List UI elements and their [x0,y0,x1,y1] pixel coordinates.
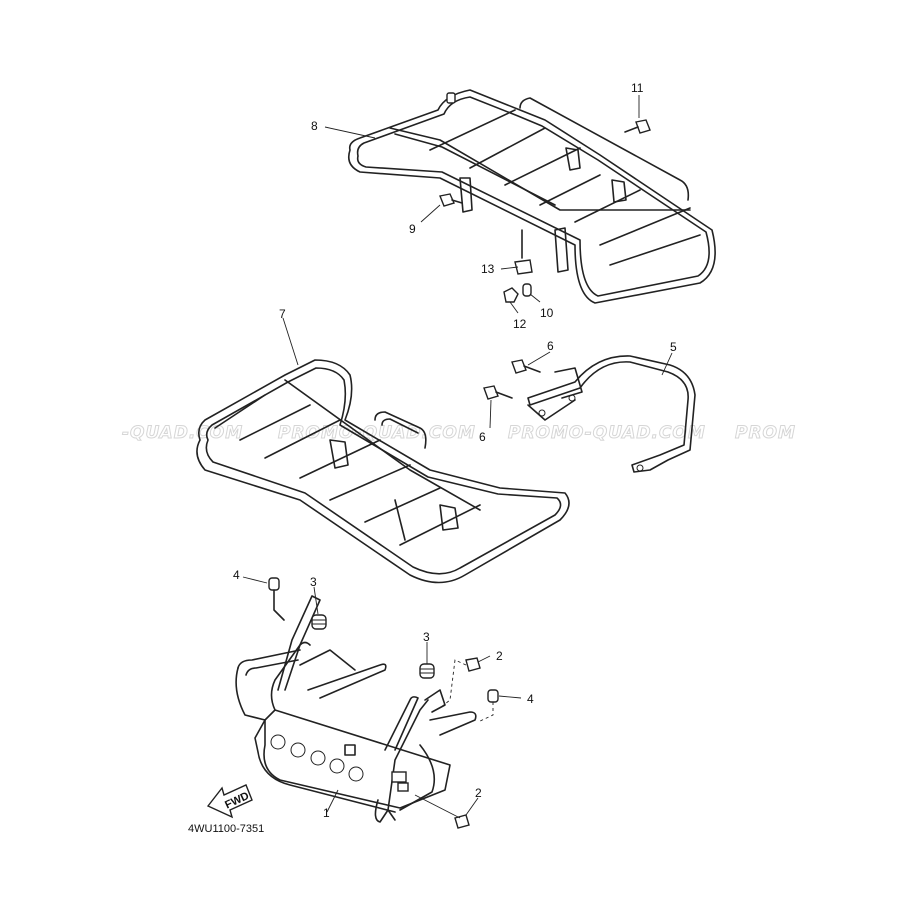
callout-8: 8 [311,119,318,133]
watermark-1: PROMO-QUAD.COM [278,423,476,443]
collar-part-10 [522,283,532,297]
bolt-part-11 [624,119,651,134]
diagram-code: 4WU1100-7351 [188,823,264,835]
callout-9: 9 [409,222,416,236]
bumper-rubber-part-3-right [419,663,435,679]
bracket-part-5 [527,355,696,473]
callout-6-upper: 6 [547,339,554,353]
callout-5: 5 [670,340,677,354]
callout-2-upper: 2 [496,649,503,663]
callout-4-right: 4 [527,692,534,706]
front-guard-part-1 [235,595,477,823]
cap-part-4-right [477,689,499,723]
fwd-arrow-icon: FWD [206,784,253,819]
bolt-part-9 [439,193,463,207]
bolt-part-2-upper [439,657,481,709]
callout-13: 13 [481,262,495,276]
callout-3-right: 3 [423,630,430,644]
cap-part-4-left [268,577,285,621]
callout-7: 7 [279,307,286,321]
watermark-3: PROM [735,423,796,443]
callouts: 1 2 2 3 3 4 4 5 6 6 7 8 9 10 11 12 13 [233,81,677,820]
callout-6-lower: 6 [479,430,486,444]
rear-carrier-part-8 [347,89,716,304]
callout-12: 12 [513,317,527,331]
callout-10: 10 [540,306,554,320]
watermark-0: -QUAD.COM [122,423,243,443]
callout-2-lower: 2 [475,786,482,800]
bolt-part-6-lower [483,385,513,400]
clip-part-13 [514,229,533,275]
callout-1: 1 [323,806,330,820]
callout-3-left: 3 [310,575,317,589]
front-carrier-part-7 [196,359,570,584]
callout-4-left: 4 [233,568,240,582]
leader-lines [242,95,673,816]
watermark-2: PROMO-QUAD.COM [508,423,706,443]
bolt-part-2-lower [414,794,470,829]
bolt-part-6-upper [511,359,541,374]
bumper-rubber-part-3-left [311,614,327,630]
nut-part-12 [503,287,519,303]
callout-11: 11 [631,81,644,95]
watermark-row: -QUAD.COM PROMO-QUAD.COM PROMO-QUAD.COM … [122,423,796,444]
